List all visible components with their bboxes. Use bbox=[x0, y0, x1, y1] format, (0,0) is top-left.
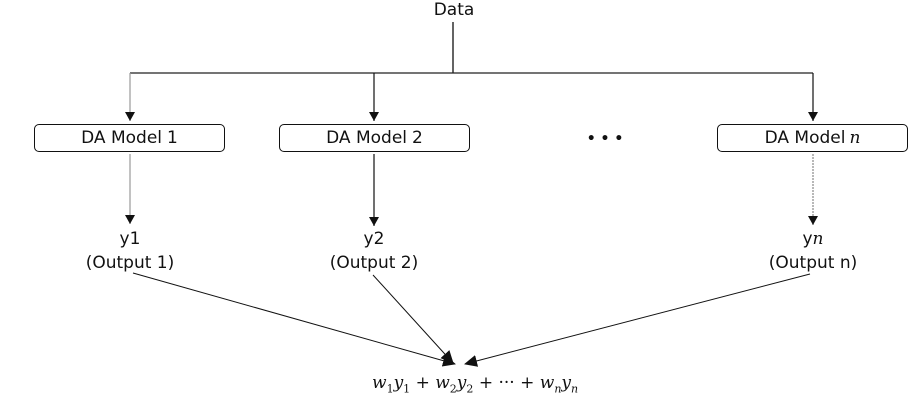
model-box-1: DA Model 1 bbox=[34, 124, 225, 152]
term-2: w2y2 bbox=[435, 373, 474, 396]
output-caption-2: (Output 2) bbox=[329, 253, 419, 273]
term-n: wnyn bbox=[539, 373, 579, 396]
model-label: DA Model bbox=[81, 128, 163, 148]
arrowhead-output-1 bbox=[125, 215, 135, 224]
arrow-output-2-to-sum bbox=[372, 274, 454, 364]
arrowhead-model-n bbox=[808, 112, 818, 121]
arrow-output-n-to-sum bbox=[464, 273, 811, 367]
model-box-2: DA Model 2 bbox=[279, 124, 470, 152]
model-label: DA Model bbox=[326, 128, 408, 148]
model-box-n: DA Model n bbox=[717, 124, 908, 152]
arrowhead-model-2 bbox=[369, 112, 379, 121]
model-label: DA Model bbox=[764, 128, 846, 148]
arrowhead-model-1 bbox=[125, 112, 135, 121]
cdots: ··· bbox=[498, 373, 515, 393]
output-symbol-2: y2 bbox=[363, 229, 385, 249]
plus-sign: + bbox=[478, 373, 494, 393]
output-caption-1: (Output 1) bbox=[85, 253, 175, 273]
plus-sign: + bbox=[520, 373, 535, 393]
output-symbol-1: y1 bbox=[119, 229, 141, 249]
plus-sign: + bbox=[415, 373, 430, 393]
ellipsis: • • • bbox=[586, 131, 624, 147]
arrow-output-1-to-sum bbox=[132, 272, 456, 367]
arrowhead-output-2 bbox=[369, 217, 379, 226]
model-index: 2 bbox=[412, 128, 423, 148]
output-caption-n: (Output n) bbox=[768, 253, 858, 273]
arrowhead-output-n bbox=[808, 216, 818, 225]
term-1: w1y1 bbox=[372, 373, 411, 396]
data-label: Data bbox=[433, 0, 475, 20]
output-symbol-n: yn bbox=[802, 229, 824, 249]
weighted-sum-formula: w1y1 + w2y2 + ··· + wnyn bbox=[372, 373, 578, 395]
output-symbol-n-index: n bbox=[812, 229, 824, 249]
model-index: n bbox=[849, 128, 861, 148]
model-index: 1 bbox=[167, 128, 178, 148]
